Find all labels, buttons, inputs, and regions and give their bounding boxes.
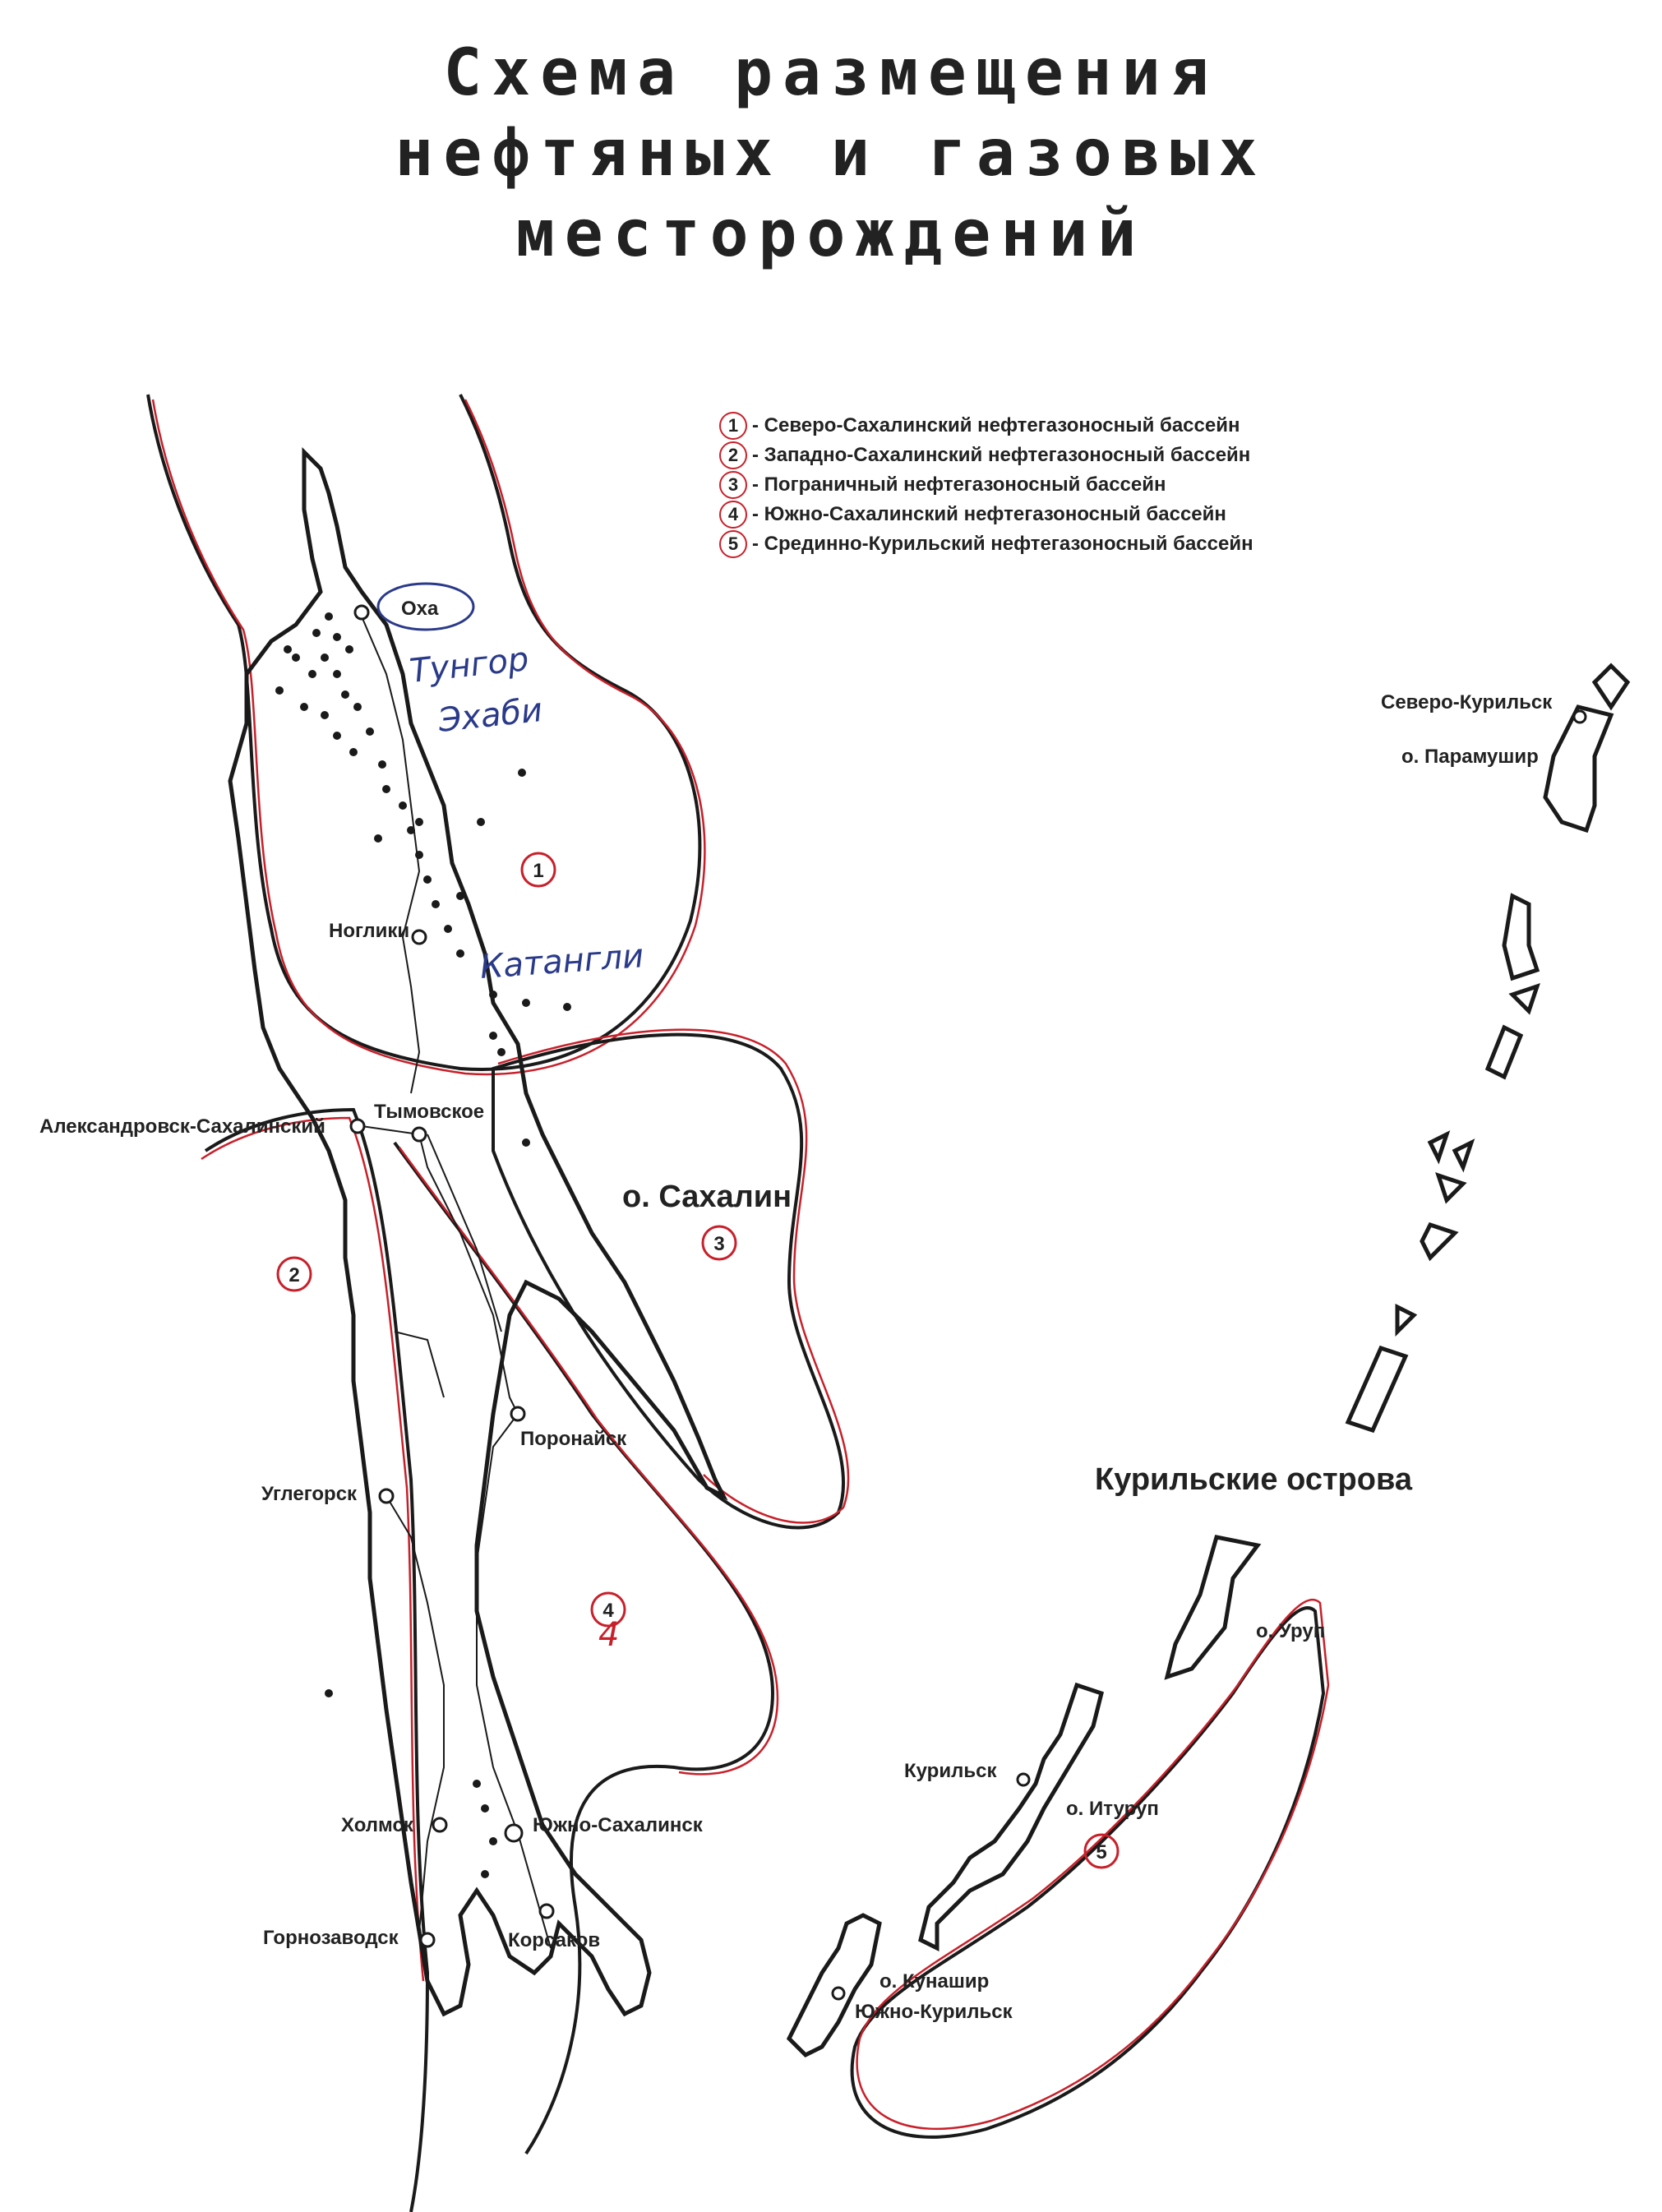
note-ekhabi: Эхаби (436, 691, 544, 740)
basin-3-boundary (492, 1032, 845, 1530)
label-yuzhno-sakhalinsk: Южно-Сахалинск (533, 1814, 704, 1836)
legend: 1 - Северо-Сахалинский нефтегазоносный б… (719, 411, 1344, 559)
nogliki-marker (411, 929, 427, 945)
city-markers (349, 604, 1587, 2001)
legend-marker: 1 (719, 412, 747, 440)
basin-2-boundary (204, 1107, 430, 2212)
urup-island (1164, 1535, 1262, 1680)
svg-text:4: 4 (602, 1600, 614, 1622)
legend-item-2: 2 - Западно-Сахалинский нефтегазоносный … (719, 441, 1344, 470)
label-gornozavodsk: Горнозаводск (263, 1927, 399, 1949)
label-poronaysk: Поронайск (520, 1428, 627, 1450)
oil-field-markers (275, 612, 571, 1878)
kurilsk-marker (1016, 1772, 1031, 1787)
legend-label: - Срединно-Курильский нефтегазоносный ба… (752, 533, 1253, 555)
label-kunashir: о. Кунашир (879, 1970, 989, 1993)
korsakov-marker (538, 1903, 555, 1919)
severo-kurilsk-marker (1572, 709, 1587, 724)
note-katangli: Катангли (478, 937, 644, 986)
label-tymovskoe: Тымовское (374, 1101, 484, 1123)
label-aleksandrovsk: Александровск-Сахалинский (39, 1115, 325, 1138)
svg-text:2: 2 (289, 1264, 299, 1286)
label-nogliki: Ноглики (329, 920, 409, 942)
yuzhno-sakhalinsk-marker (504, 1823, 524, 1843)
title-line-1: Схема размещения (443, 36, 1219, 110)
label-kholmsk: Холмск (341, 1814, 414, 1836)
label-korsakov: Корсаков (508, 1929, 600, 1951)
legend-marker: 5 (719, 530, 747, 558)
title-line-2: нефтяных и газовых (395, 117, 1267, 191)
legend-item-3: 3 - Пограничный нефтегазоносный бассейн (719, 470, 1344, 500)
note-four: 4 (598, 1616, 619, 1654)
legend-label: - Северо-Сахалинский нефтегазоносный бас… (752, 414, 1240, 436)
basin-4-boundary (393, 1141, 775, 2155)
kholmsk-marker (432, 1817, 448, 1833)
aleksandrovsk-marker (349, 1118, 366, 1134)
basin-1-marker: 1 (520, 852, 556, 888)
label-yuzhno-kurilsk: Южно-Курильск (855, 2001, 1013, 2023)
basin-2-marker: 2 (276, 1256, 312, 1292)
legend-label: - Пограничный нефтегазоносный бассейн (752, 473, 1166, 496)
paramushir-island (1543, 704, 1614, 834)
legend-item-5: 5 - Срединно-Курильский нефтегазоносный … (719, 529, 1344, 559)
basin-number-markers: 1 2 3 4 5 (276, 852, 1120, 1869)
label-severo-kurilsk: Северо-Курильск (1381, 691, 1553, 713)
handwritten-notes: Тунгор Эхаби Катангли 4 (408, 640, 644, 1654)
legend-item-4: 4 - Южно-Сахалинский нефтегазоносный бас… (719, 500, 1344, 529)
basin-5-marker: 5 (1083, 1833, 1120, 1869)
gornozavodsk-marker (419, 1932, 436, 1948)
label-okha: Оха (401, 598, 439, 620)
svg-text:3: 3 (713, 1233, 724, 1255)
label-kurilskie: Курильские острова (1095, 1462, 1413, 1497)
label-uglegorsk: Углегорск (261, 1483, 358, 1505)
basin-3-marker: 3 (701, 1225, 737, 1261)
svg-text:5: 5 (1096, 1841, 1106, 1863)
legend-label: - Южно-Сахалинский нефтегазоносный бассе… (752, 503, 1226, 525)
legend-label: - Западно-Сахалинский нефтегазоносный ба… (752, 444, 1251, 466)
note-tungor: Тунгор (408, 640, 530, 690)
tymovskoe-marker (411, 1126, 427, 1143)
basin-boundaries (146, 394, 1330, 2212)
uglegorsk-marker (378, 1488, 395, 1504)
label-sakhalin: о. Сахалин (622, 1180, 792, 1214)
label-urup: о. Уруп (1256, 1620, 1325, 1642)
basin-1-boundary (146, 394, 702, 1071)
poronaysk-marker (510, 1406, 526, 1422)
basin-4-marker: 4 (590, 1591, 626, 1628)
legend-marker: 2 (719, 441, 747, 469)
yuzhno-kurilsk-marker (831, 1986, 846, 2001)
label-kurilsk: Курильск (904, 1760, 997, 1782)
okha-marker (353, 604, 370, 621)
kuril-islands (786, 663, 1631, 2058)
place-labels: Оха Ноглики Александровск-Сахалинский Ты… (39, 598, 1553, 2023)
legend-item-1: 1 - Северо-Сахалинский нефтегазоносный б… (719, 411, 1344, 441)
kunashir-island (786, 1913, 882, 2058)
sakhalin-island (228, 446, 728, 2017)
title-line-3: месторождений (515, 197, 1147, 271)
map-title: Схема размещения нефтяных и газовых мест… (0, 33, 1662, 275)
okha-highlight (376, 582, 475, 631)
label-paramushir: о. Парамушир (1401, 746, 1539, 768)
label-iturup: о. Итуруп (1066, 1798, 1159, 1820)
iturup-island (918, 1682, 1104, 1952)
legend-marker: 3 (719, 471, 747, 499)
legend-marker: 4 (719, 501, 747, 529)
svg-text:1: 1 (533, 860, 543, 882)
